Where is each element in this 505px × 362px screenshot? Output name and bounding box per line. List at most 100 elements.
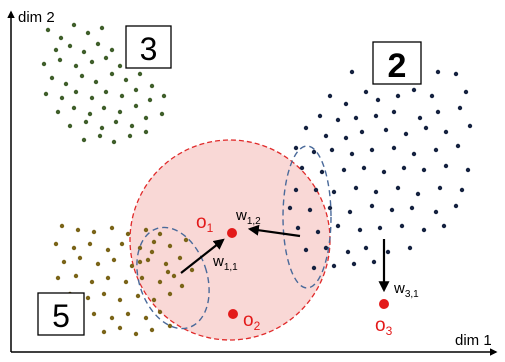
cluster-2-dot <box>385 249 391 255</box>
cluster-2-dot <box>371 259 377 265</box>
cluster-2-dot <box>363 89 369 95</box>
cluster-2-dot <box>435 69 441 75</box>
cluster-2-dot <box>403 131 409 137</box>
cluster-3-dot <box>137 71 143 77</box>
cluster-3-dot <box>161 93 167 99</box>
cluster-2-dot <box>433 209 439 215</box>
cluster-3-dot <box>58 35 64 41</box>
cluster-2-dot <box>323 133 329 139</box>
label-w11: w1,1 <box>212 253 238 273</box>
cluster-3-dot <box>143 129 149 135</box>
cluster-3-dot <box>103 55 109 61</box>
cluster-2-dot <box>435 109 441 115</box>
cluster-5-dot <box>171 273 177 279</box>
cluster-3-dot <box>101 105 107 111</box>
cluster-2-dot <box>369 147 375 153</box>
cluster-3-dot <box>81 49 87 55</box>
cluster-2-dot <box>459 187 465 193</box>
cluster-3-dot <box>117 109 123 115</box>
cluster-3-dot <box>71 105 77 111</box>
cluster-2-dot <box>423 125 429 131</box>
cluster-3-points <box>41 22 167 145</box>
x-axis-label: dim 1 <box>455 332 492 349</box>
cluster-2-dot <box>307 207 313 213</box>
cluster-2-dot <box>441 223 447 229</box>
cluster-5-dot <box>71 245 77 251</box>
cluster-2-dot <box>331 263 337 269</box>
cluster-2-dot <box>401 165 407 171</box>
cluster-3-dot <box>99 25 105 31</box>
cluster-2-dot <box>351 261 357 267</box>
cluster-3-dot <box>85 30 91 36</box>
cluster-3-dot <box>143 115 149 121</box>
cluster-3-dot <box>159 111 165 117</box>
cluster-2-dot <box>399 223 405 229</box>
cluster-2-dot <box>313 187 319 193</box>
cluster-2-dot <box>317 113 323 119</box>
cluster-5-dot <box>75 227 81 233</box>
label-o2: o2 <box>243 310 261 333</box>
cluster-2-dot <box>391 109 397 115</box>
cluster-3-dot <box>93 79 99 85</box>
cluster-2-dot <box>303 125 309 131</box>
cluster-5-dot <box>139 275 145 281</box>
cluster-2-dot <box>433 147 439 153</box>
cluster-2-dot <box>373 113 379 119</box>
cluster-5-dot <box>143 315 149 321</box>
cluster-2-dot <box>327 205 333 211</box>
cluster-2-points <box>287 69 473 271</box>
cluster-5-dot <box>59 223 65 229</box>
cluster-3-dot <box>87 111 93 117</box>
label-o3: o3 <box>375 315 393 338</box>
cluster-5-dot <box>183 237 189 243</box>
cluster-3-dot <box>129 123 135 129</box>
cluster-3-dot <box>73 63 79 69</box>
cluster-5-dot <box>165 269 171 275</box>
cluster-3-dot <box>149 83 155 89</box>
point-o2 <box>228 309 238 319</box>
cluster-2-dot <box>415 191 421 197</box>
cluster-5-dot <box>111 257 117 263</box>
cluster-5-points <box>53 223 195 337</box>
cluster-5-dot <box>133 331 139 337</box>
cluster-2-dot <box>411 87 417 93</box>
cluster-2-dot <box>311 265 317 271</box>
cluster-3-dot <box>99 125 105 131</box>
cluster-5-dot <box>53 241 59 247</box>
cluster-3-dot <box>53 47 59 53</box>
cluster-2-dot <box>341 167 347 173</box>
cluster-2-dot <box>453 203 459 209</box>
cluster-3-dot <box>67 43 73 49</box>
cluster-2-dot <box>303 247 309 253</box>
cluster-5-dot <box>91 311 97 317</box>
cluster-2-dot <box>453 71 459 77</box>
cluster-3-dot <box>111 139 117 145</box>
cluster-2-dot <box>395 93 401 99</box>
cluster-5-dot <box>189 267 195 273</box>
cluster-5-dot <box>87 241 93 247</box>
cluster-2-dot <box>381 169 387 175</box>
cluster-3-dot <box>67 123 73 129</box>
cluster-5-dot <box>55 275 61 281</box>
cluster-2-dot <box>343 135 349 141</box>
cluster-3-dot <box>133 103 139 109</box>
cluster-3-dot <box>55 109 61 115</box>
cluster-5-dot <box>145 257 151 263</box>
cluster-2-dot <box>443 163 449 169</box>
cluster-5-dot <box>109 315 115 321</box>
cluster-5-dot <box>105 247 111 253</box>
digit-5-glyph: 5 <box>52 298 70 334</box>
cluster-2-dot <box>463 89 469 95</box>
cluster-5-dot <box>61 259 67 265</box>
cluster-5-dot <box>123 279 129 285</box>
cluster-3-dot <box>81 137 87 143</box>
cluster-2-dot <box>349 69 355 75</box>
cluster-2-dot <box>409 205 415 211</box>
label-w31: w3,1 <box>393 280 419 300</box>
cluster-3-dot <box>89 95 95 101</box>
digit-box-5: 5 <box>37 292 85 336</box>
point-o3 <box>379 299 389 309</box>
cluster-2-dot <box>319 169 325 175</box>
cluster-3-dot <box>63 81 69 87</box>
cluster-2-dot <box>327 93 333 99</box>
